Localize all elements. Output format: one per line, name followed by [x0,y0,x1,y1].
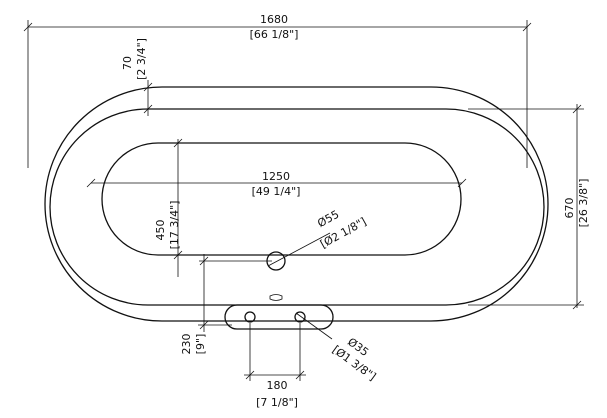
tub-outer-outline [44,86,549,322]
dim-drain-offset-tick-top [199,256,209,266]
dim-inner-length-mm: 1250 [262,170,290,183]
dim-drain-offset-mm: 230 [180,334,193,355]
dim-inner-length-tick-right [457,178,467,188]
tub-basin-outline [101,142,462,256]
dim-overall-width-tick-top [572,104,582,114]
dim-faucet-spacing-mm: 180 [267,379,288,392]
dim-rim-width-tick-bottom [143,104,153,114]
dim-inner-length-inch: [49 1/4"] [252,185,301,198]
dim-faucet-spacing-tick-left [245,370,255,380]
faucet-hole-left [244,311,256,323]
dim-faucet-hole-leader [295,312,333,340]
dim-overall-length-tick-right [522,22,532,32]
dim-overall-width-inch: [26 3/8"] [577,179,590,228]
overflow-slot [269,294,283,301]
dim-overall-length-tick-left [23,22,33,32]
dim-drain-mm: Ø55 [315,208,341,230]
dim-overall-width-mm: 670 [563,198,576,219]
dim-inner-width-inch: [17 3/4"] [168,201,181,250]
dim-drain-leader [267,232,331,267]
dim-rim-width-inch: [2 3/4"] [135,38,148,80]
dim-inner-width-tick-bottom [173,250,183,260]
dim-inner-width-tick-top [173,138,183,148]
dim-overall-length-mm: 1680 [260,13,288,26]
dim-drain-offset-inch: [9"] [194,334,207,355]
dim-faucet-spacing-inch: [7 1/8"] [256,396,298,409]
tub-rim-inner-outline [49,108,545,306]
dim-rim-width-tick-top [143,82,153,92]
faucet-deck-plate [224,304,334,330]
dim-inner-length-tick-left [86,178,96,188]
faucet-hole-right [294,311,306,323]
dim-faucet-spacing-tick-right [295,370,305,380]
dim-rim-width-mm: 70 [121,56,134,70]
dim-overall-length-inch: [66 1/8"] [250,28,299,41]
dim-overall-width-tick-bottom [572,300,582,310]
dim-inner-width-mm: 450 [154,220,167,241]
